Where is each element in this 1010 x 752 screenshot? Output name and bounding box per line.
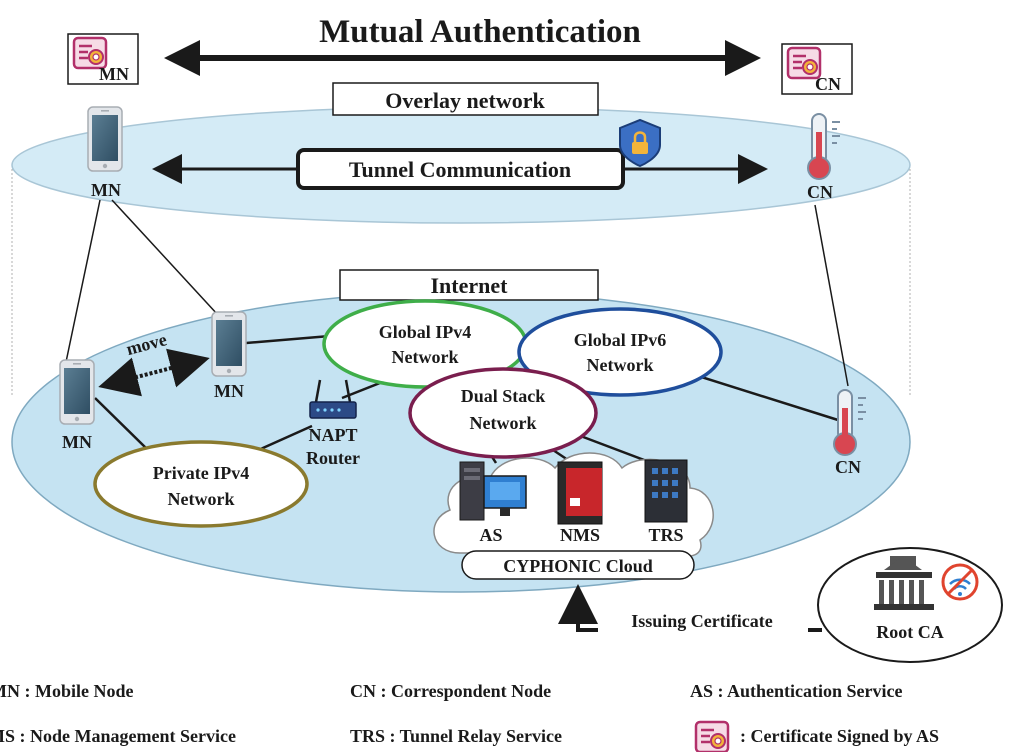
government-building-icon — [874, 556, 934, 610]
global-ipv6-line1: Global IPv6 — [574, 330, 667, 350]
cn-cert-label: CN — [815, 74, 841, 94]
global-ipv6-network — [517, 307, 723, 397]
private-ipv4-network — [93, 440, 309, 528]
root-ca-label: Root CA — [876, 622, 944, 642]
mn-certificate-box: MN — [67, 33, 139, 85]
cn-overlay-label: CN — [807, 182, 833, 202]
internet-label: Internet — [431, 273, 509, 298]
diagram-title: Mutual Authentication — [319, 14, 641, 50]
internet-label-box — [339, 269, 599, 301]
private-ipv4-line1: Private IPv4 — [153, 463, 249, 483]
mn-left-phone-icon — [59, 359, 95, 425]
as-label: AS — [479, 525, 502, 545]
as-server-icon — [459, 461, 527, 521]
issuing-label: Issuing Certificate — [631, 611, 772, 631]
trs-server-icon — [644, 459, 688, 523]
legend-nms: NMS : Node Management Service — [0, 726, 236, 746]
mn-left-label: MN — [62, 432, 92, 452]
mn-overlay-phone-icon — [87, 106, 123, 172]
mn-cert-label: MN — [99, 64, 129, 84]
legend-certificate-icon — [694, 720, 730, 752]
move-arrow — [98, 348, 210, 397]
cn-internet-label: CN — [835, 457, 861, 477]
tunnel-label: Tunnel Communication — [349, 157, 571, 182]
cloud-label: CYPHONIC Cloud — [503, 556, 653, 576]
private-ipv4-line2: Network — [168, 489, 235, 509]
trs-label: TRS — [648, 525, 683, 545]
router-label-line1: NAPT — [309, 425, 358, 445]
cloud-label-box — [461, 550, 695, 580]
global-ipv4-line2: Network — [392, 347, 459, 367]
overlay-label: Overlay network — [385, 88, 545, 113]
shield-lock-icon — [619, 118, 661, 168]
legend-cn: CN : Correspondent Node — [350, 681, 551, 701]
mn-overlay-label: MN — [91, 180, 121, 200]
legend-cert: : Certificate Signed by AS — [740, 726, 939, 746]
router-label-line2: Router — [306, 448, 360, 468]
global-ipv4-line1: Global IPv4 — [379, 322, 472, 342]
cn-certificate-box: CN — [781, 43, 853, 95]
global-ipv6-line2: Network — [587, 355, 654, 375]
nms-label: NMS — [560, 525, 600, 545]
overlay-label-box — [332, 82, 599, 116]
nms-server-icon — [557, 461, 603, 525]
legend-as: AS : Authentication Service — [690, 681, 902, 701]
legend-trs: TRS : Tunnel Relay Service — [350, 726, 562, 746]
router-icon — [309, 379, 357, 419]
dual-stack-network — [408, 367, 598, 459]
mn-mid-phone-icon — [211, 311, 247, 377]
legend-mn: MN : Mobile Node — [0, 681, 133, 701]
mn-mid-label: MN — [214, 381, 244, 401]
dual-stack-line2: Network — [470, 413, 537, 433]
dual-stack-line1: Dual Stack — [461, 386, 546, 406]
no-wifi-icon — [941, 563, 979, 601]
tunnel-label-box — [296, 148, 625, 190]
